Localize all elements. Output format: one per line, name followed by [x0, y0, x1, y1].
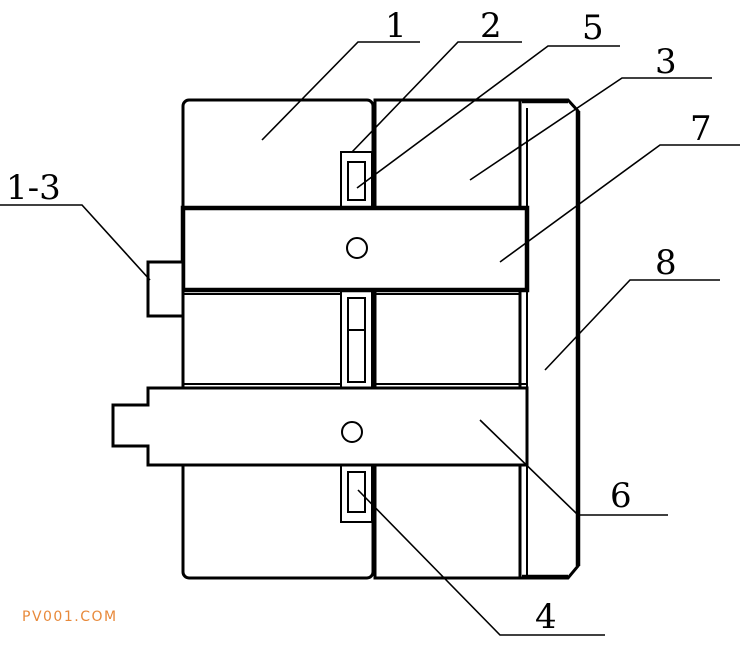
right-block	[373, 98, 522, 580]
label-part-3: 3	[655, 42, 677, 82]
leader-line-1-3	[0, 204, 151, 281]
label-part-4: 4	[535, 597, 557, 637]
leader-line-5	[356, 45, 620, 189]
slot-lower-outer	[340, 464, 373, 523]
leader-line-2	[351, 41, 522, 153]
watermark-text: PV001.COM	[22, 609, 118, 625]
lower-bar	[111, 386, 529, 467]
label-part-1: 1	[385, 6, 407, 46]
slot-upper-inner	[347, 161, 366, 201]
leader-line-8	[544, 279, 720, 371]
leader-line-7	[499, 144, 740, 263]
leader-line-3	[469, 77, 712, 181]
label-part-2: 2	[480, 6, 502, 46]
label-part-8: 8	[655, 243, 677, 283]
side-block	[146, 260, 185, 318]
upper-bar-hole	[346, 237, 368, 259]
slot-middle-inner	[347, 297, 366, 383]
leader-line-6	[479, 419, 668, 516]
label-part-6: 6	[610, 476, 632, 516]
slot-lower-inner	[347, 471, 366, 513]
label-part-5: 5	[582, 8, 604, 48]
leader-line-1	[261, 41, 420, 141]
upper-bar	[180, 205, 530, 293]
label-part-1-3: 1-3	[6, 168, 61, 208]
slot-middle-outer	[340, 289, 373, 389]
lower-bar-hole	[341, 421, 363, 443]
label-part-7: 7	[690, 109, 712, 149]
leader-line-4	[357, 489, 605, 636]
